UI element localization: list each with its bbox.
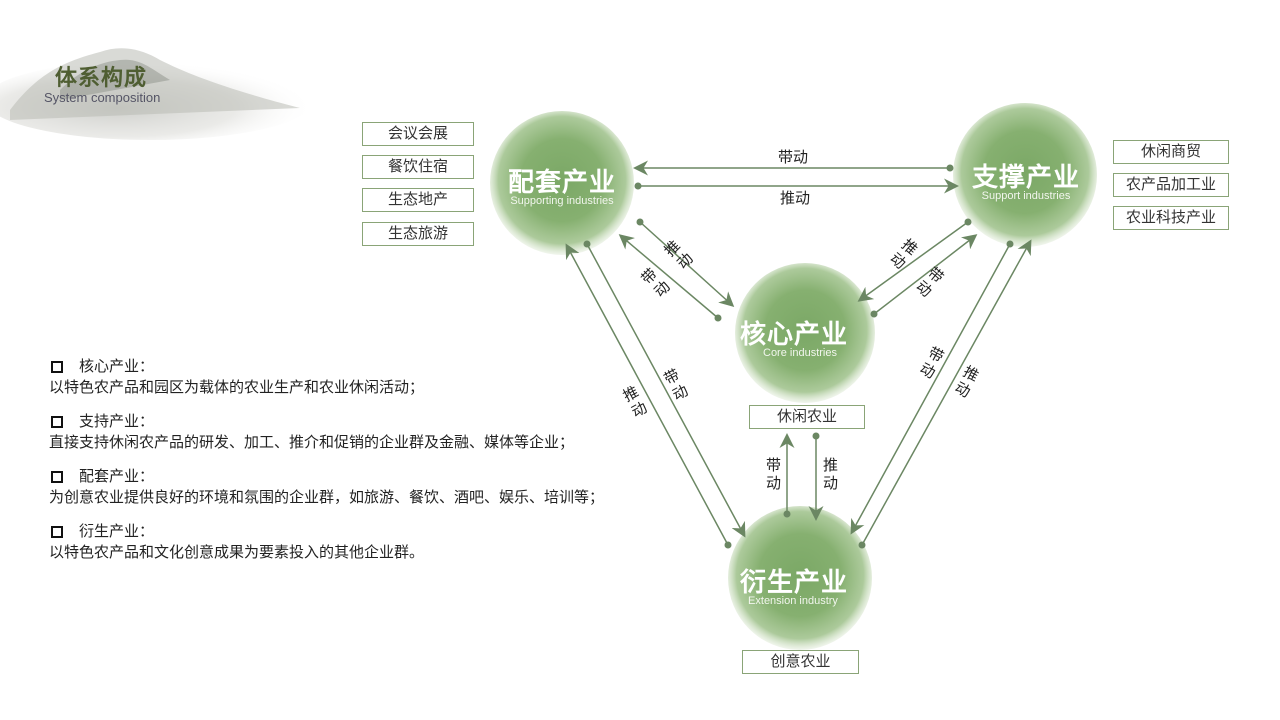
label-top-push: 推动 [780, 190, 811, 207]
square-bullet-icon [51, 415, 63, 428]
tag-support-0: 休闲商贸 [1113, 140, 1229, 164]
tag-supporting-1: 餐饮住宿 [362, 155, 474, 179]
tag-extension: 创意农业 [742, 650, 859, 674]
arrow-extension-to-supporting [565, 243, 729, 546]
desc-core-head: 核心产业： [79, 358, 155, 375]
desc-core-body: 以特色农产品和园区为载体的农业生产和农业休闲活动； [49, 379, 425, 396]
core-industries-title: 核心产业 [739, 319, 848, 349]
industry-descriptions: 核心产业： 以特色农产品和园区为载体的农业生产和农业休闲活动； 支持产业： 直接… [49, 356, 689, 576]
square-bullet-icon [51, 360, 63, 373]
tag-core: 休闲农业 [749, 405, 865, 429]
core-industries-subtitle: Core industries [763, 347, 837, 359]
label-core-ext-push: 推动 [821, 457, 838, 493]
arrow-supporting-to-extension [586, 243, 746, 538]
core-industries-circle [735, 263, 875, 403]
desc-support: 支持产业： 直接支持休闲农产品的研发、加工、推介和促销的企业群及金融、媒体等企业… [49, 411, 689, 453]
label-top-drive: 带动 [778, 149, 809, 166]
arrow-extension-to-support [861, 239, 1032, 546]
square-bullet-icon [51, 525, 63, 538]
support-industries-title: 支撑产业 [971, 162, 1080, 192]
tag-support-1: 农产品加工业 [1113, 173, 1229, 197]
extension-industry-subtitle: Extension industry [748, 595, 838, 607]
support-industries-circle [953, 103, 1097, 247]
tag-support-2: 农业科技产业 [1113, 206, 1229, 230]
desc-support-body: 直接支持休闲农产品的研发、加工、推介和促销的企业群及金融、媒体等企业； [49, 434, 575, 451]
tag-supporting-2: 生态地产 [362, 188, 474, 212]
page-subtitle: System composition [44, 90, 161, 105]
arrow-support-to-core [857, 221, 969, 302]
label-core-ext-drive: 带动 [764, 457, 781, 493]
arrow-supporting-to-core [639, 221, 735, 308]
desc-supporting: 配套产业： 为创意农业提供良好的环境和氛围的企业群，如旅游、餐饮、酒吧、娱乐、培… [49, 466, 689, 508]
extension-industry-title: 衍生产业 [739, 567, 848, 597]
arrow-support-to-extension [850, 243, 1011, 535]
desc-extension-body: 以特色农产品和文化创意成果为要素投入的其他企业群。 [49, 544, 425, 561]
supporting-industries-circle [490, 111, 634, 255]
desc-support-head: 支持产业： [79, 413, 155, 430]
arrow-core-to-supporting [618, 234, 719, 319]
desc-supporting-body: 为创意农业提供良好的环境和氛围的企业群，如旅游、餐饮、酒吧、娱乐、培训等； [49, 489, 605, 506]
desc-core: 核心产业： 以特色农产品和园区为载体的农业生产和农业休闲活动； [49, 356, 689, 398]
tag-supporting-3: 生态旅游 [362, 222, 474, 246]
desc-supporting-head: 配套产业： [79, 468, 155, 485]
supporting-industries-title: 配套产业 [507, 167, 616, 197]
square-bullet-icon [51, 470, 63, 483]
support-industries-subtitle: Support industries [981, 190, 1071, 202]
desc-extension-head: 衍生产业： [79, 523, 155, 540]
tag-supporting-0: 会议会展 [362, 122, 474, 146]
ink-mountain-decoration [0, 48, 315, 140]
desc-extension: 衍生产业： 以特色农产品和文化创意成果为要素投入的其他企业群。 [49, 521, 689, 563]
extension-industry-circle [728, 506, 872, 650]
supporting-industries-subtitle: Supporting industries [510, 195, 614, 207]
arrow-core-to-support [873, 234, 978, 315]
page-title: 体系构成 [55, 65, 148, 90]
